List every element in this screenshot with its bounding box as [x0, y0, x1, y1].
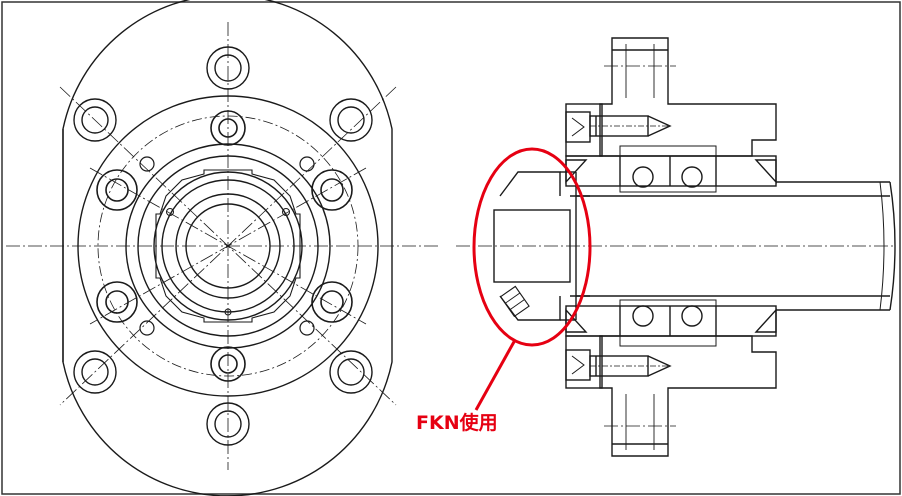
annotation-leader-line	[474, 339, 517, 411]
outer-bolt-holes	[73, 46, 373, 446]
front-view-centerlines	[6, 22, 440, 470]
section-view	[493, 37, 896, 457]
annotation-ellipse	[472, 147, 592, 347]
inner-socket-bolts	[96, 110, 353, 382]
front-view-flange	[62, 0, 393, 496]
annotation-label: FKN使用	[416, 412, 498, 434]
